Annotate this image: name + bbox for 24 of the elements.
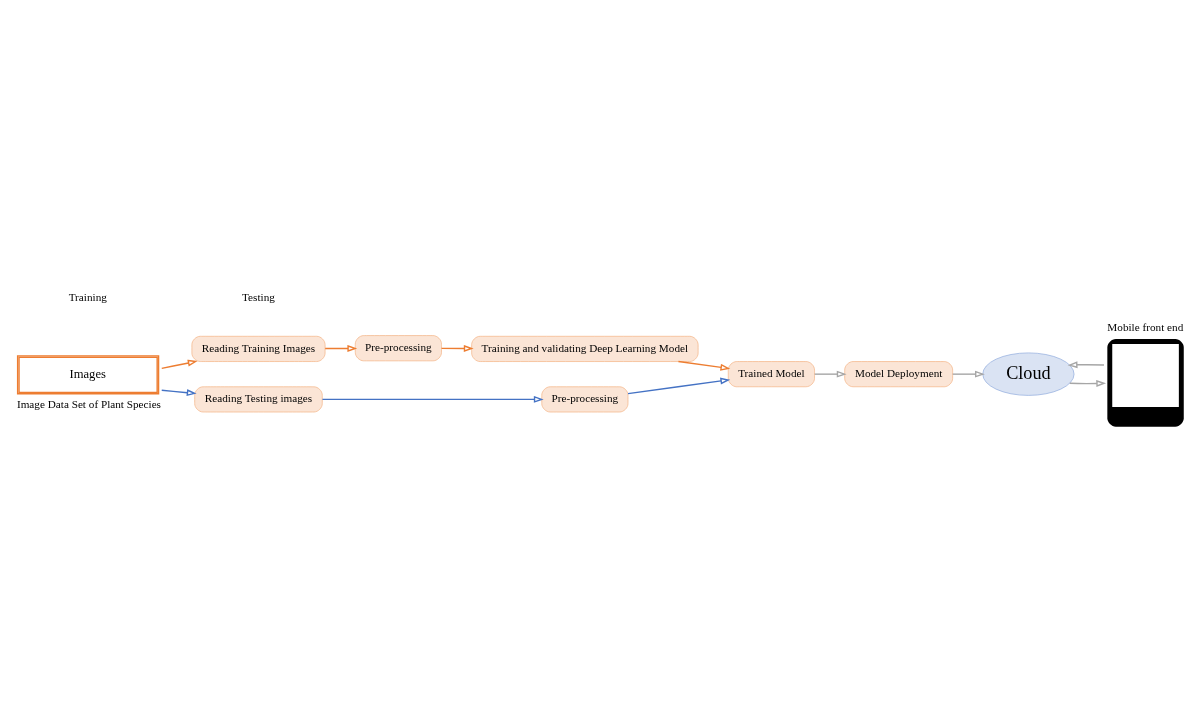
arrow xyxy=(161,359,198,370)
node-box: Reading Training Images xyxy=(191,335,326,362)
arrow xyxy=(440,345,474,352)
legend-label: Training xyxy=(68,291,107,304)
node-box: Reading Testing images xyxy=(194,386,323,413)
node-phone xyxy=(1107,339,1184,427)
node-box: Training and validating Deep Learning Model xyxy=(471,335,699,362)
node-label: Mobile front end xyxy=(1107,321,1184,334)
arrow xyxy=(951,370,985,378)
node-box: Trained Model xyxy=(727,361,815,388)
node-box: Pre-processing xyxy=(541,386,629,413)
arrow xyxy=(1069,380,1107,387)
node-ellipse: Cloud xyxy=(982,352,1075,396)
arrow xyxy=(627,377,731,395)
arrow xyxy=(324,345,358,352)
arrow xyxy=(814,370,847,378)
node-box: Model Deployment xyxy=(844,361,953,388)
arrow xyxy=(161,389,197,397)
node-box: Pre-processing xyxy=(354,335,442,362)
node-label: Image Data Set of Plant Species xyxy=(16,397,161,410)
legend-label: Testing xyxy=(242,291,275,304)
arrow xyxy=(1067,361,1105,369)
arrow xyxy=(321,395,544,403)
arrow xyxy=(677,360,731,371)
